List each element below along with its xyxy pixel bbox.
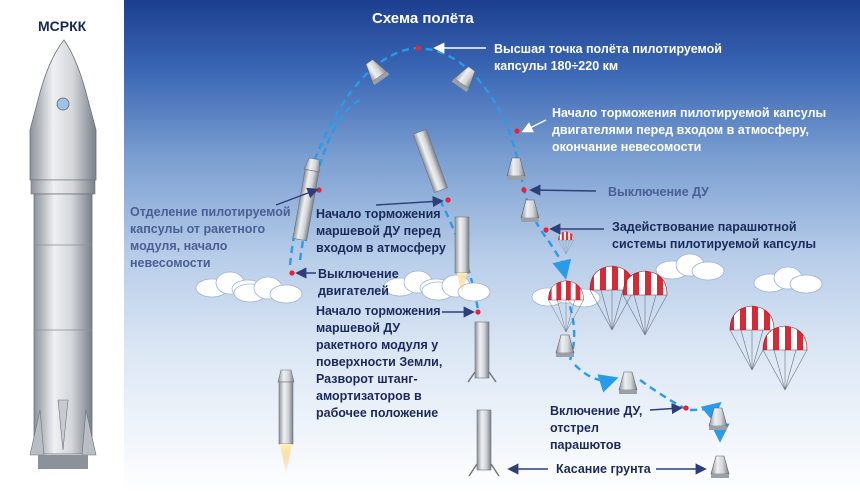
label-parachute-deploy: Задействование парашютной системы пилоти… <box>612 220 817 251</box>
label-landing-burn: Начало торможения маршевой ДУ ракетного … <box>316 304 443 420</box>
label-capsule-braking: Начало торможения пилотируемой капсулы д… <box>552 106 827 154</box>
rocket-name: МСРКК <box>38 18 87 34</box>
label-du-ignition: Включение ДУ, отстрел парашютов <box>550 404 643 452</box>
diagram-title: Схема полёта <box>372 10 474 27</box>
label-stage-braking: Начало торможения маршевой ДУ перед вход… <box>316 207 446 255</box>
label-apogee: Высшая точка полёта пилотируемой капсулы… <box>494 42 722 73</box>
rocket-icon <box>29 39 97 469</box>
label-separation: Отделение пилотируемой капсулы от ракетн… <box>130 205 291 270</box>
label-engines-cutoff: Выключение двигателей <box>318 267 399 298</box>
arrow-icon <box>275 42 707 475</box>
label-touchdown: Касание грунта <box>556 462 651 476</box>
label-engine-off: Выключение ДУ <box>608 185 709 199</box>
booster-icon <box>277 129 500 477</box>
sky-background <box>124 0 860 495</box>
parachute-icon <box>548 231 808 391</box>
